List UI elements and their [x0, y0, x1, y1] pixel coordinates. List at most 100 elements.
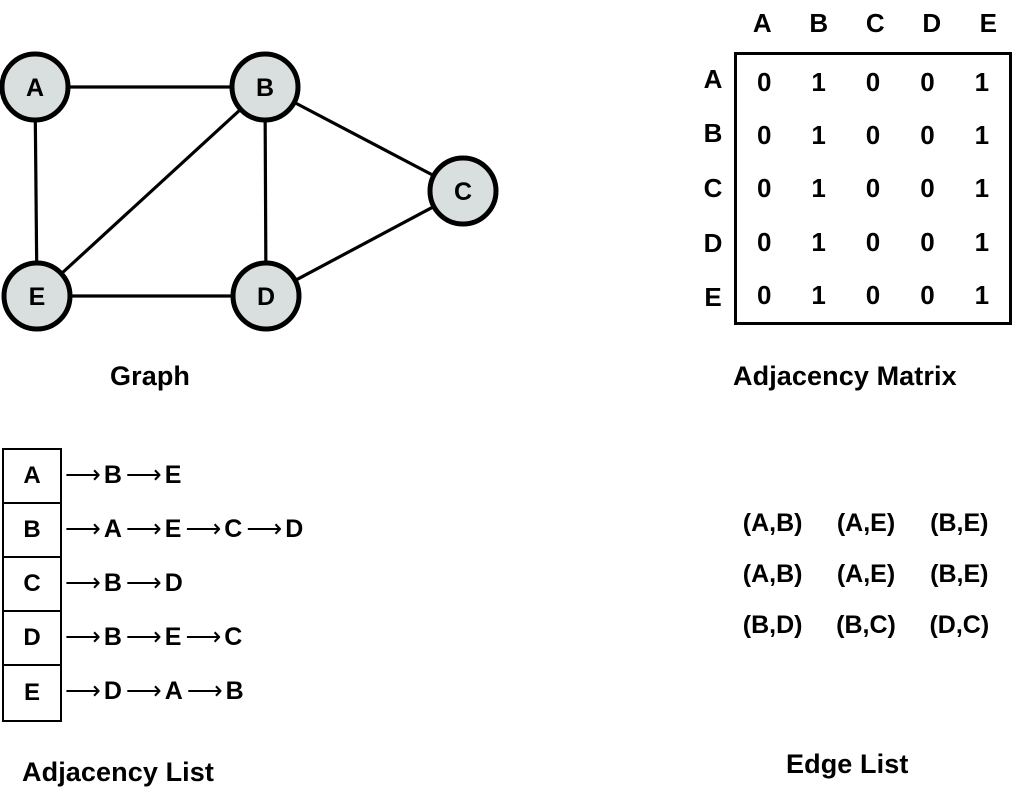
edge-list-item: (A,B) — [742, 560, 803, 588]
matrix-cell-a-a: 0 — [756, 66, 772, 97]
adjacency-list-key-c: C — [4, 558, 60, 612]
graph-node-d[interactable]: D — [230, 260, 302, 332]
node-label-b: B — [256, 74, 274, 102]
graph-edge-a-e — [33, 118, 39, 265]
adjacency-matrix-caption: Adjacency Matrix — [733, 361, 957, 391]
matrix-cell-d-e: 1 — [974, 226, 990, 257]
adjacency-list-neighbor-d: D — [103, 676, 122, 705]
arrow-right-icon: ⟶ — [65, 623, 101, 651]
matrix-cell-c-a: 0 — [756, 173, 772, 204]
matrix-row-header-c: C — [703, 172, 723, 203]
edge-list-row: (A,B)(A,E)(B,E) — [726, 498, 1006, 549]
matrix-cell-b-a: 0 — [756, 120, 772, 151]
arrow-right-icon: ⟶ — [125, 677, 162, 705]
matrix-col-header-d: D — [922, 8, 942, 38]
edge-list-row: (A,B) (A,E) (B,E) — [726, 549, 1006, 600]
arrow-right-icon: ⟶ — [65, 515, 101, 543]
node-label-c: C — [454, 178, 472, 206]
arrow-right-icon: ⟶ — [65, 461, 101, 489]
node-label-d: D — [257, 283, 275, 311]
matrix-cell-e-b: 1 — [811, 280, 826, 311]
graph-diagram: A B C D E — [0, 51, 499, 332]
graph-panel: A B C D E — [0, 0, 520, 400]
graph-node-b[interactable]: B — [229, 51, 301, 123]
matrix-row-header-d: D — [703, 227, 723, 258]
edge-list-panel: (A,B)(A,E)(B,E)(A,B)(A,E)(B,E)(B,D)(B,C)… — [700, 480, 1022, 802]
adjacency-list-key-d: D — [4, 612, 60, 666]
adjacency-list-neighbor-b: B — [103, 460, 122, 489]
adjacency-list-neighbor-a: A — [103, 514, 122, 543]
adjacency-list-key-a: A — [4, 450, 60, 504]
graph-edge-b-d — [263, 118, 268, 265]
arrow-right-icon: ⟶ — [125, 623, 162, 651]
adjacency-list-neighbor-b: B — [103, 622, 122, 651]
adjacency-list-neighbor-e: E — [164, 460, 182, 489]
adjacency-list-neighbor-c: C — [224, 622, 243, 651]
edge-list-item: (B,D) — [742, 611, 803, 639]
matrix-cell-e-a: 0 — [756, 280, 772, 311]
matrix-row: 0 1 0 0 1 — [737, 55, 1009, 108]
arrow-right-icon: ⟶ — [185, 623, 221, 651]
adjacency-list-neighbor-a: A — [164, 676, 183, 705]
matrix-cell-d-c: 0 — [865, 226, 881, 257]
matrix-cell-e-c: 0 — [865, 280, 881, 311]
adjacency-list-neighbor-b: B — [103, 568, 122, 597]
adjacency-list-row-e: ⟶D⟶A⟶B — [62, 664, 304, 718]
adjacency-list-key-e: E — [23, 679, 40, 706]
adjacency-list-neighbor-d: D — [285, 514, 304, 543]
matrix-cell-a-d: 0 — [920, 66, 935, 97]
matrix-row-header-b: B — [703, 118, 723, 149]
arrow-right-icon: ⟶ — [125, 461, 162, 489]
adjacency-list-neighbor-c: C — [224, 514, 243, 543]
node-circle-c — [427, 155, 499, 227]
node-label-a: A — [26, 74, 44, 102]
adjacency-list-key-b: B — [4, 504, 60, 558]
adjacency-list-neighbor-b: B — [225, 676, 244, 705]
matrix-cell-d-d: 0 — [920, 226, 935, 257]
matrix-cell-b-c: 0 — [865, 120, 881, 151]
adjacency-list-row-c: ⟶B⟶D — [62, 556, 304, 610]
matrix-row-header-e: E — [704, 282, 722, 313]
graph-edge-d-c — [293, 204, 436, 283]
matrix-cell-a-c: 0 — [865, 66, 881, 97]
edge-list-item: (B,E) — [930, 560, 989, 588]
graph-node-e[interactable]: E — [1, 260, 73, 332]
matrix-cell-c-c: 0 — [865, 173, 881, 204]
graph-edge-group — [33, 85, 436, 298]
matrix-cell-a-b: 1 — [811, 66, 826, 97]
matrix-cell-e-d: 0 — [920, 280, 935, 311]
edge-list-item: (B,C) — [836, 611, 896, 639]
matrix-cell-c-b: 1 — [811, 173, 826, 204]
adjacency-list-row-b: ⟶A⟶E⟶C⟶D — [62, 502, 304, 556]
matrix-col-header-e: E — [979, 8, 997, 38]
arrow-right-icon: ⟶ — [125, 569, 162, 597]
matrix-col-header-b: B — [809, 8, 829, 38]
matrix-col-header-a: A — [752, 8, 772, 38]
matrix-cell-a-e: 1 — [974, 66, 990, 97]
graph-node-a[interactable]: A — [0, 51, 71, 123]
graph-node-c[interactable]: C — [427, 155, 499, 227]
adjacency-list-neighbor-e: E — [164, 622, 182, 651]
arrow-right-icon: ⟶ — [246, 515, 282, 543]
adjacency-list-row-a: ⟶B⟶E — [62, 448, 304, 502]
graph-caption: Graph — [110, 361, 191, 391]
matrix-cell-d-a: 0 — [756, 226, 772, 257]
edge-list-item: (A,E) — [836, 560, 896, 588]
adjacency-list-neighbor-d: D — [164, 568, 183, 597]
graph-edge-b-c — [292, 100, 436, 178]
matrix-row-header-a: A — [703, 63, 723, 94]
arrow-right-icon: ⟶ — [186, 677, 223, 705]
edge-list-row: (B,D) (B,C) (D,C) — [726, 600, 1006, 651]
graph-edge-b-e — [59, 107, 243, 276]
node-circle-e — [1, 260, 73, 332]
arrow-right-icon: ⟶ — [185, 515, 221, 543]
graph-node-group: A B C D E — [0, 51, 499, 332]
node-label-e: E — [29, 283, 46, 311]
arrow-right-icon: ⟶ — [125, 515, 162, 543]
edge-list-item: (D,C) — [929, 611, 990, 639]
matrix-cell-b-d: 0 — [920, 120, 935, 151]
